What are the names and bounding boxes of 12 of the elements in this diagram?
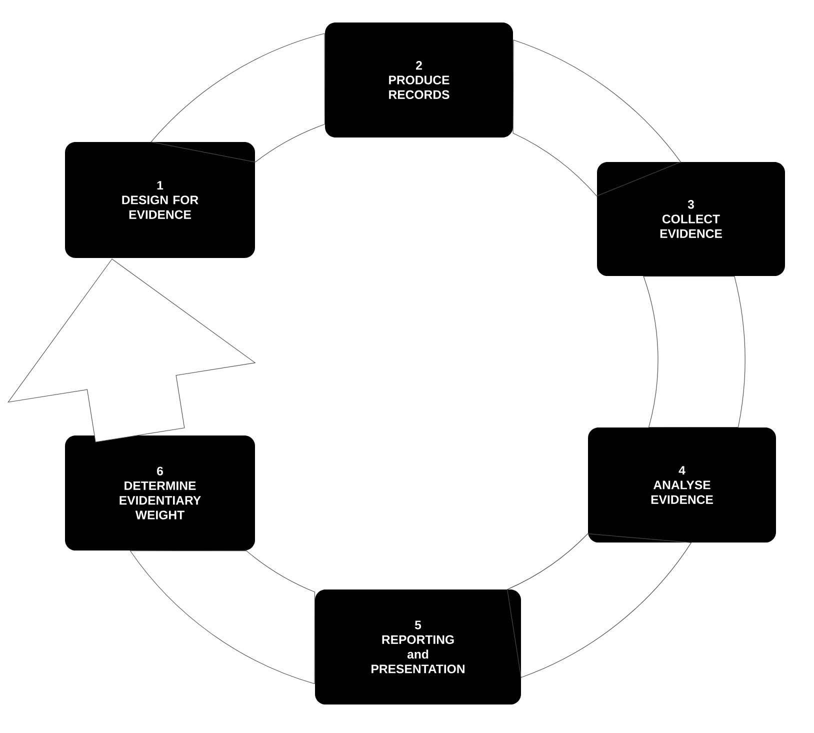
- ring-band: [130, 550, 316, 684]
- process-box: 4 ANALYSE EVIDENCE: [588, 428, 776, 542]
- process-box: 1 DESIGN FOR EVIDENCE: [65, 142, 255, 258]
- ring-band: [512, 40, 681, 196]
- block-arrow: [8, 258, 256, 442]
- ring-band: [643, 276, 746, 428]
- ring-band: [506, 533, 692, 678]
- process-box: 5 REPORTING and PRESENTATION: [315, 590, 521, 704]
- ring-band: [150, 33, 326, 162]
- process-box: 6 DETERMINE EVIDENTIARY WEIGHT: [65, 436, 255, 550]
- process-box: 3 COLLECT EVIDENCE: [597, 162, 785, 276]
- process-box: 2 PRODUCE RECORDS: [325, 22, 513, 138]
